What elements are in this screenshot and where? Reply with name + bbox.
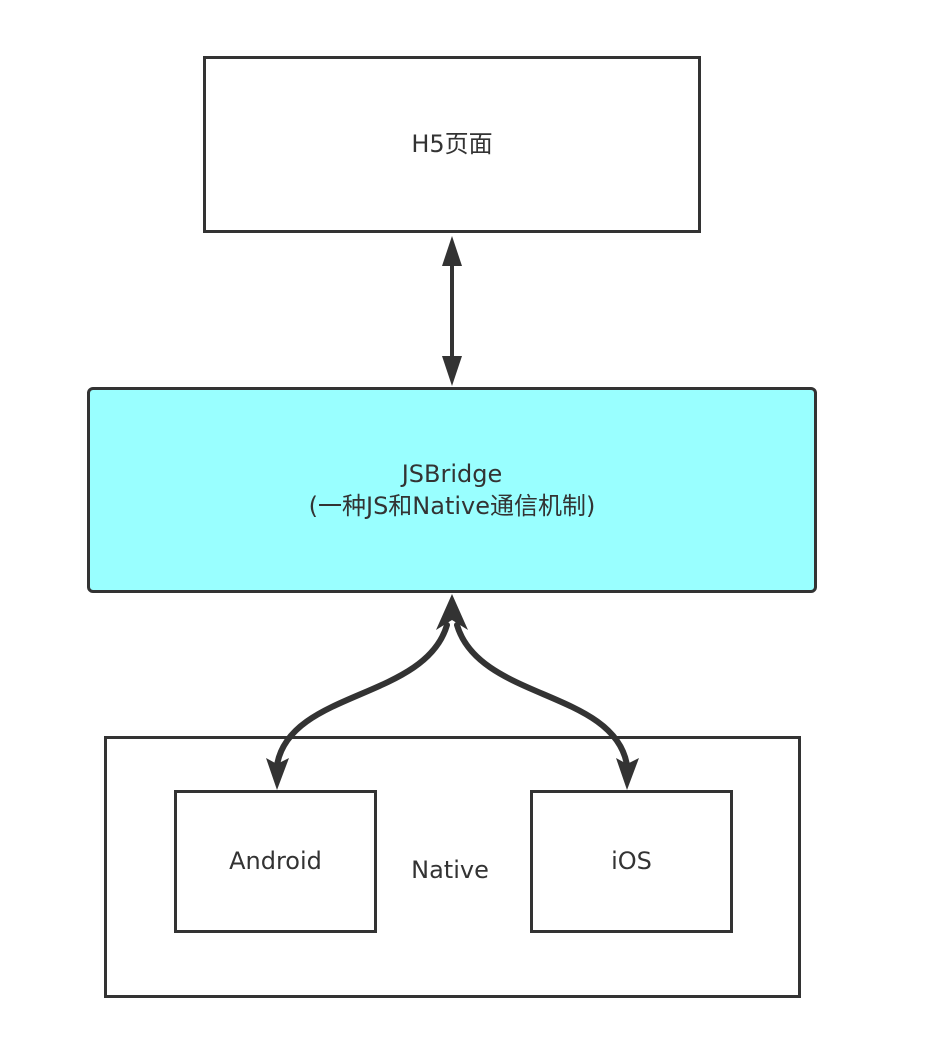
arrowhead-up-to-bridge: [436, 594, 468, 630]
h5-page-label: H5页面: [411, 130, 493, 159]
android-label: Android: [229, 847, 322, 876]
android-box: Android: [174, 790, 377, 933]
arrowhead-up-to-h5: [442, 236, 462, 266]
ios-box: iOS: [530, 790, 733, 933]
ios-label: iOS: [611, 847, 652, 876]
native-label: Native: [411, 856, 489, 884]
jsbridge-title: JSBridge: [401, 459, 503, 488]
jsbridge-subtitle: (一种JS和Native通信机制): [308, 492, 596, 520]
jsbridge-box: JSBridge (一种JS和Native通信机制): [87, 387, 817, 593]
arrowhead-down-to-bridge: [442, 356, 462, 386]
h5-page-box: H5页面: [203, 56, 701, 233]
